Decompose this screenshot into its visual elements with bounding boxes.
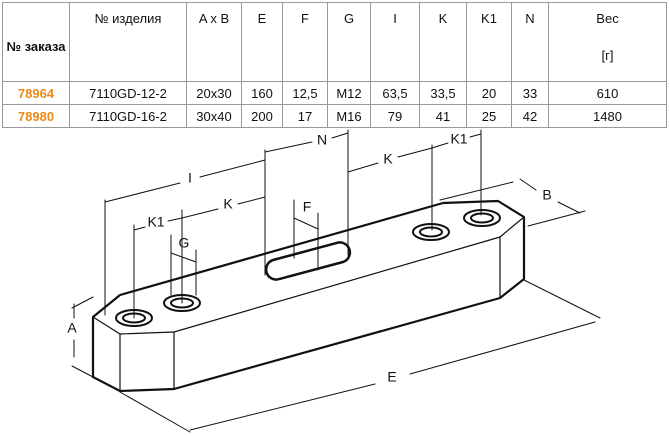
weight-unit: [г] bbox=[601, 48, 614, 63]
dim-label-g: G bbox=[179, 235, 190, 251]
header-f: F bbox=[282, 2, 328, 82]
item-no: 7110GD-16-2 bbox=[69, 104, 187, 128]
table-row: 78980 7110GD-16-2 30x40 200 17 M16 79 41… bbox=[2, 104, 667, 128]
order-no: 78964 bbox=[2, 81, 70, 105]
slot bbox=[264, 241, 352, 281]
dim-label-k1-left: K1 bbox=[147, 214, 164, 230]
dim-label-k-right: K bbox=[383, 151, 393, 167]
dim-label-f: F bbox=[303, 199, 312, 215]
threaded-holes bbox=[115, 209, 501, 327]
n: 33 bbox=[511, 81, 549, 105]
dimension-lines bbox=[71, 129, 601, 433]
i: 79 bbox=[370, 104, 420, 128]
header-g: G bbox=[327, 2, 371, 82]
spec-table: № заказа № изделия A x B E F G I K K1 N … bbox=[2, 2, 667, 128]
dim-label-k-left: K bbox=[223, 196, 233, 212]
header-k1: K1 bbox=[466, 2, 512, 82]
dim-label-b: B bbox=[542, 187, 551, 203]
f: 17 bbox=[282, 104, 328, 128]
k1: 25 bbox=[466, 104, 512, 128]
table-header-row: № заказа № изделия A x B E F G I K K1 N … bbox=[2, 2, 667, 82]
header-e: E bbox=[241, 2, 283, 82]
item-no: 7110GD-12-2 bbox=[69, 81, 187, 105]
k: 33,5 bbox=[419, 81, 467, 105]
dim-label-e: E bbox=[387, 369, 396, 385]
header-k: K bbox=[419, 2, 467, 82]
e: 200 bbox=[241, 104, 283, 128]
header-item-no: № изделия bbox=[69, 2, 187, 82]
order-no: 78980 bbox=[2, 104, 70, 128]
dim-label-k1-right: K1 bbox=[450, 131, 467, 147]
dim-label-i: I bbox=[188, 170, 192, 186]
g: M16 bbox=[327, 104, 371, 128]
header-weight: Вес [г] bbox=[548, 2, 667, 82]
axb: 30x40 bbox=[186, 104, 242, 128]
block-outline bbox=[91, 199, 526, 393]
k: 41 bbox=[419, 104, 467, 128]
weight: 1480 bbox=[548, 104, 667, 128]
n: 42 bbox=[511, 104, 549, 128]
block-edges bbox=[92, 216, 525, 392]
weight-label: Вес bbox=[596, 11, 619, 26]
header-order-no: № заказа bbox=[2, 2, 70, 82]
k1: 20 bbox=[466, 81, 512, 105]
dim-label-a: A bbox=[67, 320, 77, 336]
dim-label-n: N bbox=[317, 132, 327, 148]
